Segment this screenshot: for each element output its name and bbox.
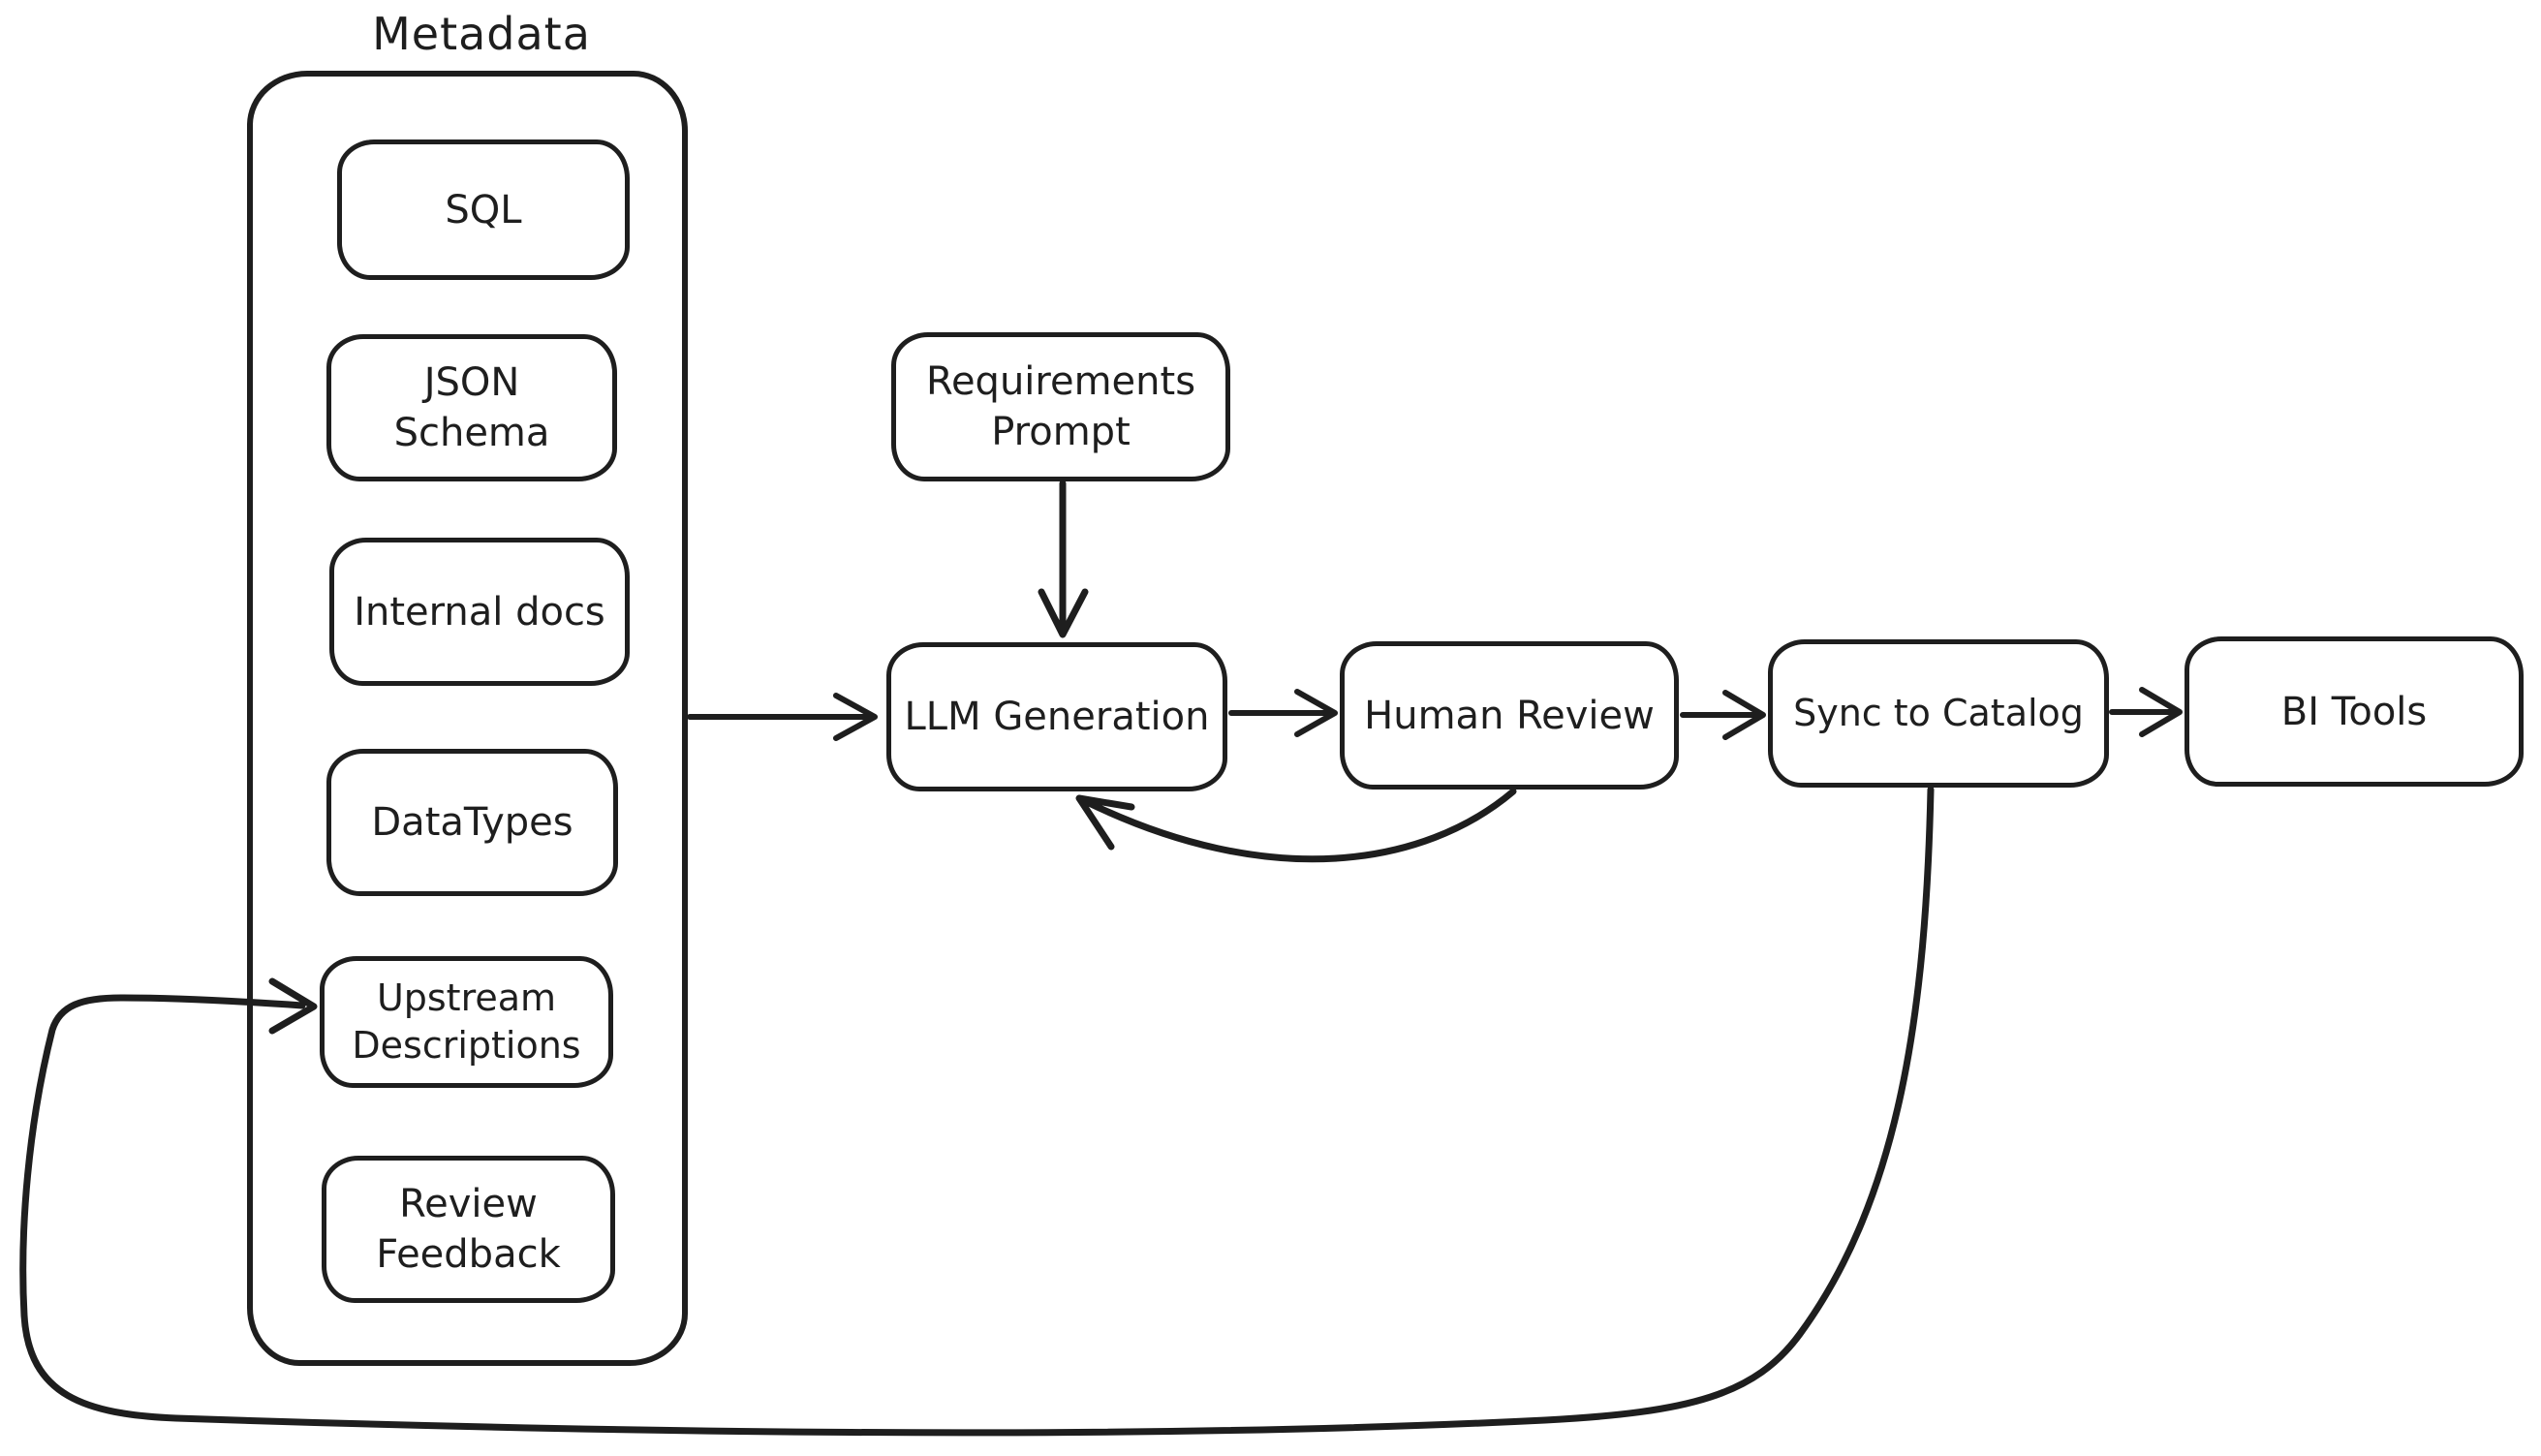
node-json-schema[interactable]: JSON Schema <box>326 334 617 481</box>
node-llm-generation[interactable]: LLM Generation <box>886 642 1227 791</box>
edge-sync-to-catalog-to-bi-tools <box>2109 687 2183 737</box>
edge-requirements-prompt-to-llm-generation <box>1038 480 1089 638</box>
node-human-review-label: Human Review <box>1364 693 1655 738</box>
node-sql[interactable]: SQL <box>337 139 630 280</box>
edge-metadata-to-llm-generation <box>687 693 878 741</box>
node-internal-docs[interactable]: Internal docs <box>329 538 630 686</box>
metadata-group-container[interactable] <box>247 71 688 1366</box>
node-llm-generation-label: LLM Generation <box>904 695 1210 739</box>
node-json-schema-label: JSON Schema <box>393 360 550 455</box>
node-sync-to-catalog-label: Sync to Catalog <box>1793 691 2084 734</box>
node-requirements-prompt[interactable]: Requirements Prompt <box>891 332 1230 481</box>
node-sql-label: SQL <box>445 187 522 232</box>
node-internal-docs-label: Internal docs <box>354 589 605 635</box>
node-upstream-descriptions[interactable]: Upstream Descriptions <box>320 956 613 1088</box>
metadata-group-title: Metadata <box>372 8 591 60</box>
edge-sync-to-catalog-to-upstream-descriptions <box>19 786 1935 1437</box>
node-review-feedback-label: Review Feedback <box>376 1182 561 1277</box>
node-bi-tools-label: BI Tools <box>2280 689 2428 734</box>
node-datatypes[interactable]: DataTypes <box>326 749 618 896</box>
node-requirements-prompt-label: Requirements Prompt <box>925 359 1196 454</box>
node-upstream-descriptions-label: Upstream Descriptions <box>352 976 581 1067</box>
node-datatypes-label: DataTypes <box>371 800 573 845</box>
node-review-feedback[interactable]: Review Feedback <box>322 1156 615 1303</box>
node-sync-to-catalog[interactable]: Sync to Catalog <box>1768 639 2109 788</box>
edge-llm-generation-to-human-review <box>1228 689 1338 737</box>
edge-human-review-to-sync-to-catalog <box>1680 690 1766 740</box>
edge-human-review-to-llm-generation-feedback <box>1075 788 1517 863</box>
node-bi-tools[interactable]: BI Tools <box>2185 636 2524 787</box>
node-human-review[interactable]: Human Review <box>1340 641 1679 790</box>
